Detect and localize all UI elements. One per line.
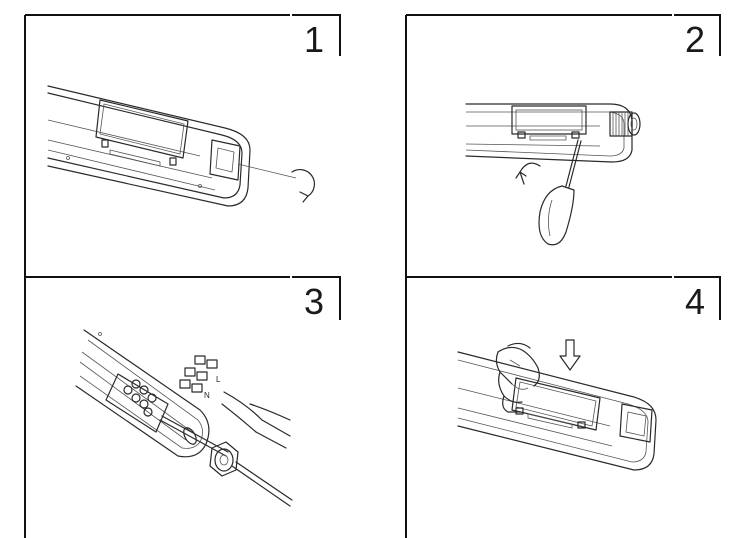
- clip: [515, 407, 524, 415]
- panel-grid: [24, 14, 672, 538]
- step-3-illustration: L N: [75, 329, 293, 507]
- clip: [577, 421, 586, 429]
- step-1-label: 1: [292, 14, 341, 60]
- fixture-housing: [75, 329, 210, 458]
- step-2-number: 2: [685, 19, 705, 60]
- step-3-label: 3: [292, 276, 341, 322]
- terminal-block-icon: [123, 379, 157, 417]
- cable: [159, 419, 227, 457]
- step-2-illustration: [465, 103, 641, 246]
- step-1-number: 1: [304, 19, 324, 60]
- screwdriver-icon: [538, 139, 582, 246]
- step-4-illustration: [457, 339, 657, 471]
- cover-window: [511, 105, 587, 135]
- fixture-housing: [47, 85, 251, 207]
- clip: [101, 139, 109, 148]
- end-connector: [209, 139, 241, 181]
- end-cap: [619, 403, 653, 443]
- clip: [571, 131, 580, 139]
- gland-nut-icon: [209, 441, 239, 477]
- terminal-compartment: [105, 373, 169, 433]
- neutral-terminal-label: N: [204, 391, 210, 400]
- wire-n: [221, 403, 257, 433]
- fixture-housing: [457, 351, 657, 471]
- rotate-arrow-icon: [519, 162, 541, 173]
- clip: [517, 131, 526, 139]
- hand-icon: [495, 342, 540, 413]
- cover-window: [95, 99, 189, 159]
- cable-outer: [231, 465, 291, 507]
- clip: [169, 157, 177, 166]
- wire-l: [223, 391, 263, 421]
- step-3-number: 3: [304, 281, 324, 322]
- pointer-line: [237, 163, 297, 179]
- cover-window: [511, 377, 601, 431]
- press-down-arrow-icon: [559, 339, 581, 371]
- step-4-label: 4: [674, 276, 721, 322]
- rotate-arrow-icon: [291, 168, 315, 197]
- cable-gland-icon: [609, 111, 641, 137]
- line-terminal-label: L: [216, 375, 221, 384]
- seal-ring: [183, 427, 197, 445]
- step-1-illustration: [47, 85, 315, 207]
- step-4-number: 4: [685, 281, 705, 322]
- step-2-label: 2: [674, 14, 721, 60]
- terminal-connectors-icon: [179, 355, 218, 393]
